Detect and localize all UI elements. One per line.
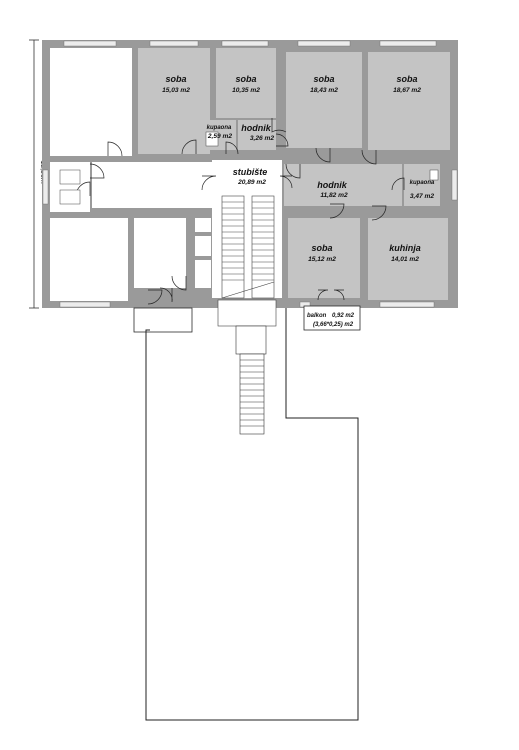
balcony-area: [303, 305, 361, 331]
closet-c: [195, 260, 211, 288]
label-soba2-area: 10,35 m2: [232, 87, 260, 94]
room-stubiste: [212, 160, 282, 298]
left-small-room: [134, 218, 186, 288]
room-soba3: [286, 52, 362, 148]
label-soba2-name: soba: [235, 74, 256, 84]
label-kuhinja-name: kuhinja: [389, 243, 421, 253]
room-soba4: [368, 52, 450, 150]
closet-a: [195, 218, 211, 232]
label-soba1-area: 15,03 m2: [162, 87, 190, 94]
left-room-top: [50, 48, 132, 156]
room-hodnik2: [284, 164, 402, 206]
room-soba5: [288, 218, 360, 298]
label-soba5-name: soba: [311, 243, 332, 253]
staircase: [217, 195, 277, 327]
left-balcony: [133, 307, 193, 333]
corridor-left: [92, 162, 212, 208]
label-kupaona2-name: kupaona: [410, 180, 435, 186]
label-hodnik1-area: 3,26 m2: [250, 135, 275, 142]
fixtures: [59, 131, 439, 205]
label-hodnik2-area: 11,82 m2: [320, 192, 348, 199]
label-stubiste-name: stubište: [233, 167, 268, 177]
label-soba5-area: 15,12 m2: [308, 256, 336, 263]
label-stubiste-area: 20,89 m2: [237, 179, 266, 186]
label-soba4-area: 18,67 m2: [393, 87, 421, 94]
left-room-bottom: [50, 218, 128, 301]
label-kupaona1-area: 2,59 m2: [207, 133, 233, 140]
label-hodnik2-name: hodnik: [317, 180, 347, 190]
label-soba3-name: soba: [313, 74, 334, 84]
label-hodnik1-name: hodnik: [241, 123, 271, 133]
room-soba2: [216, 48, 276, 118]
label-kuhinja-area: 14,01 m2: [391, 256, 419, 263]
label-balkon-area: 0,92 m2: [332, 313, 355, 319]
label-balkon-formula: (3,66*0,25) m2: [313, 322, 354, 328]
outdoor-stair: [235, 325, 267, 435]
label-kupaona1-name: kupaona: [207, 125, 232, 131]
label-soba1-name: soba: [165, 74, 186, 84]
closet-b: [195, 236, 211, 256]
left-room-middle: [50, 162, 90, 212]
label-soba3-area: 18,43 m2: [310, 87, 338, 94]
label-soba4-name: soba: [396, 74, 417, 84]
label-balkon-name: balkon: [307, 313, 327, 319]
windows: [42, 40, 458, 308]
label-kupaona2-area: 3,47 m2: [410, 193, 435, 200]
room-hodnik1: [238, 120, 276, 150]
garden-outline: [145, 308, 359, 721]
room-kuhinja: [368, 218, 448, 300]
room-soba1: [138, 48, 210, 154]
